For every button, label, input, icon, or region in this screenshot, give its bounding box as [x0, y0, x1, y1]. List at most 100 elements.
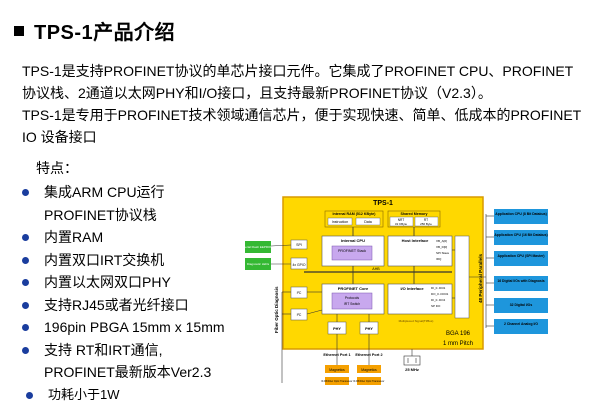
rj45-block-2 [357, 377, 381, 385]
internal-ram-label: Internal RAM (512 KByte) [333, 212, 377, 216]
application-blocks: Application CPU (8 Bit Databus) Applicat… [486, 209, 548, 334]
app-block-label: 32 Digital I/Os [510, 303, 533, 307]
bga-label: BGA 196 [446, 331, 471, 337]
feature-item: PROFINET最新版本Ver2.3 [44, 364, 212, 380]
magnetics-block-2 [357, 365, 381, 373]
rt-label: RT [424, 218, 428, 222]
feature-item: 支持RJ45或者光纤接口 [22, 294, 225, 317]
title-row: TPS-1产品介绍 [14, 16, 175, 45]
feature-list: 集成ARM CPU运行 PROFINET协议栈 内置RAM 内置双口IRT交换机… [22, 181, 225, 406]
io-interface-block [387, 283, 453, 315]
instruction-block [327, 217, 353, 226]
irt-switch-label: IRT Switch [344, 302, 360, 306]
square-bullet-icon [14, 25, 24, 36]
diagnostic-leds-label: Diagnostic LEDs [247, 262, 270, 266]
bullet-icon [22, 324, 29, 331]
app-block [494, 276, 548, 291]
i2c-block-2 [290, 308, 308, 321]
io-pin-label: DI_0..DI31 [431, 286, 446, 290]
features-heading: 特点： [36, 160, 78, 176]
clock-label: 25 MHz [405, 367, 419, 372]
rj45-label: RJ45/Fiber Optic Transceiver [322, 380, 353, 383]
bullet-icon [22, 301, 29, 309]
phy-label: PHY [365, 327, 373, 331]
app-block [494, 319, 548, 334]
diagnostic-leds-block [245, 258, 271, 270]
bullet-icon [22, 346, 29, 354]
io-pin-label: SP DO [431, 304, 441, 308]
host-pin-label: XB_A[0] [436, 239, 447, 243]
chip-title: TPS-1 [373, 200, 393, 207]
app-block-label: Application CPU (SPI Master) [497, 254, 544, 258]
feature-item: 196pin PBGA 15mm x 15mm [22, 316, 225, 339]
magnetics-label: Magnetics [329, 368, 345, 372]
feature-item: PROFINET协议栈 [44, 206, 157, 223]
bullet-icon [22, 279, 29, 286]
data-block [355, 217, 381, 226]
feature-item: 内置双口IRT交换机 [22, 249, 225, 272]
serial-flash-label: Serial Flash EEPROM [243, 245, 273, 249]
app-block-label: Application CPU (16 Bit Databus) [494, 233, 547, 237]
profinet-stack-block [331, 245, 373, 261]
bullet-icon [22, 234, 29, 241]
protocol-block [331, 292, 373, 310]
instruction-label: Instruction [332, 220, 349, 224]
app-block-label: 16 Digital I/Os with Diagnosis [497, 279, 544, 283]
host-pin-label: SPI Slave [436, 251, 450, 255]
app-block [494, 298, 548, 313]
nrt-size-label: 32 KByte [395, 222, 408, 226]
pitch-label: 1 mm Pitch [443, 341, 473, 347]
intro-line-3: TPS-1是专用于PROFINET技术领域通信芯片，便于实现快速、简单、低成本的… [22, 107, 582, 123]
io-pin-label: DO_0..DO31 [431, 292, 449, 296]
data-label: Data [364, 220, 372, 224]
host-pin-label: XB_D[0] [436, 245, 447, 249]
app-block [494, 251, 548, 266]
protocols-label: Protocols [345, 296, 359, 300]
bullet-icon [26, 391, 33, 399]
i2c-label: I²C [297, 313, 302, 317]
feature-item: 内置以太网双口PHY [22, 271, 225, 294]
host-interface-block [387, 235, 453, 267]
io-bus-label: Multiplexed Signal(Tl/Bus) [399, 319, 434, 323]
feature-item: 支持 RT和IRT通信, [22, 339, 225, 362]
spi-label: SPI [296, 243, 302, 247]
peripheral-mux-block [454, 235, 470, 319]
intro-line-4: IO 设备接口 [22, 129, 97, 145]
phy-label: PHY [333, 327, 341, 331]
app-block-label: Application CPU (8 Bit Databus) [495, 212, 546, 216]
internal-cpu-label: Internal CPU [341, 238, 365, 243]
feature-item: 集成ARM CPU运行 [22, 181, 225, 204]
app-block-label: 2 Channel Analog I/O [504, 322, 538, 326]
io-pin-label: DI_0..DO4 [431, 298, 446, 302]
crystal-icon [403, 355, 421, 366]
bullet-icon [22, 256, 29, 264]
gpio-block [290, 257, 308, 270]
ahb-label: AHB [372, 267, 380, 271]
feature-item: 内置RAM [22, 226, 225, 249]
magnetics-label: Magnetics [361, 368, 377, 372]
page-title: TPS-1产品介绍 [34, 22, 176, 44]
gpio-label: 4x GPIO [292, 263, 305, 267]
connector-line [306, 309, 323, 315]
rj45-block-1 [325, 377, 349, 385]
intro-line-2: 协议栈、2通道以太网PHY和I/O接口，且支持最新PROFINET协议（V2.3… [22, 85, 492, 101]
bullet-icon [22, 189, 29, 196]
fiber-diagnosis-label: Fiber Optic Diagnosis [274, 286, 279, 333]
rt-block [414, 216, 439, 227]
magnetics-block-1 [325, 365, 349, 373]
intro-line-1: TPS-1是支持PROFINET协议的单芯片接口元件。它集成了PROFINET … [22, 63, 574, 79]
serial-flash-block [245, 241, 271, 253]
nrt-label: NRT [398, 218, 405, 222]
app-block [494, 230, 548, 245]
profinet-stack-label: PROFINET Stack [338, 249, 366, 253]
io-interface-label: I/O Interface [400, 286, 424, 291]
profinet-core-label: PROFINET Core [338, 286, 369, 291]
app-block [494, 209, 548, 224]
spi-block [290, 239, 308, 250]
nrt-block [389, 216, 414, 227]
rj45-label: RJ45/Fiber Optic Transceiver [354, 380, 385, 383]
host-interface-label: Host Interface [402, 238, 429, 243]
shared-memory-label: Shared Memory [401, 212, 428, 216]
i2c-block-1 [290, 286, 308, 299]
